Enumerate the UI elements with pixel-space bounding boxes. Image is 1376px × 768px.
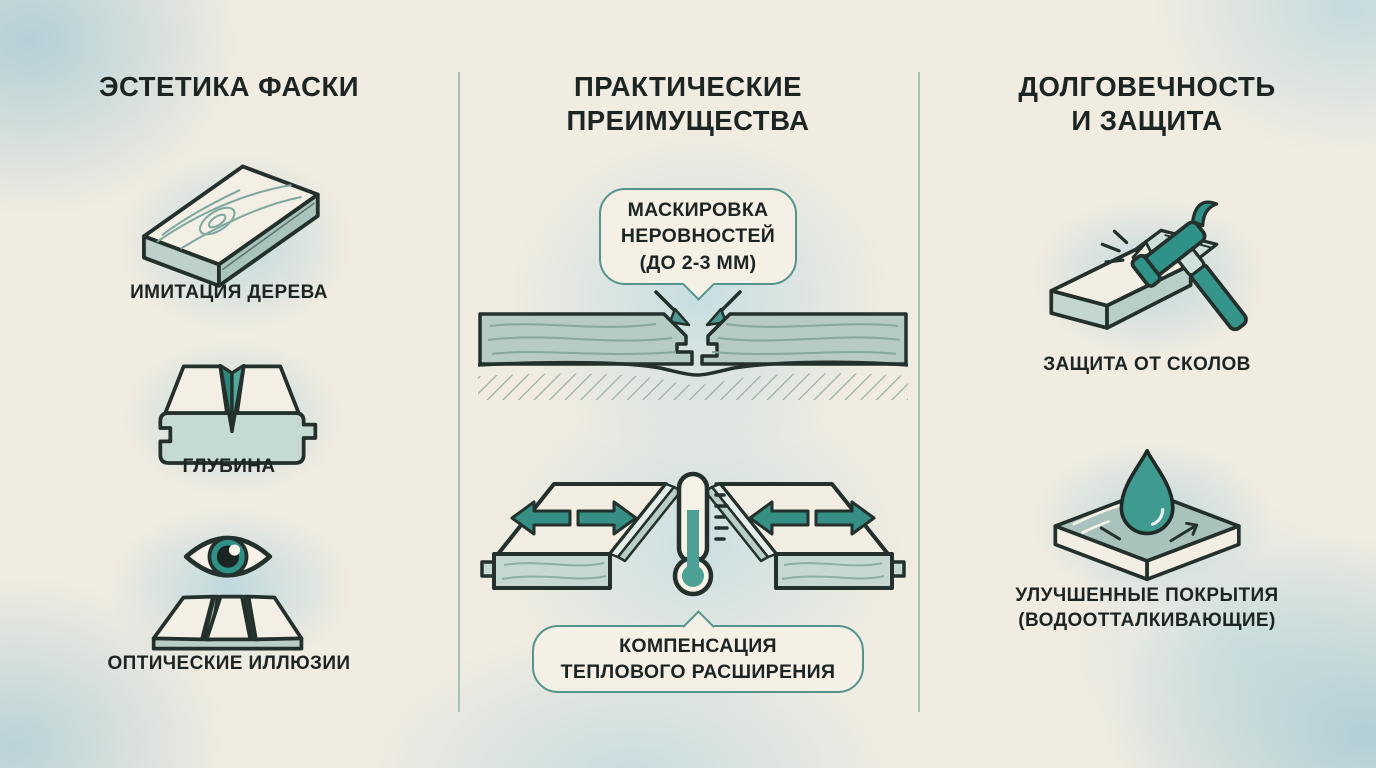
wood-plank-icon: [142, 164, 320, 288]
column-divider-left: [458, 72, 460, 712]
label-line: УЛУЧШЕННЫЕ ПОКРЫТИЯ: [1015, 585, 1279, 606]
label-line: ИМИТАЦИЯ ДЕРЕВА: [130, 282, 328, 303]
title-line: ЭСТЕТИКА ФАСКИ: [98, 71, 360, 102]
label-line: ГЛУБИНА: [182, 456, 276, 477]
label-line: (ВОДООТТАЛКИВАЮЩИЕ): [1018, 609, 1276, 631]
item-label: ЗАЩИТА ОТ СКОЛОВ: [918, 353, 1376, 378]
eye-planks-icon: [151, 535, 304, 651]
hammer-icon: [1049, 200, 1248, 332]
title-line: ДОЛГОВЕЧНОСТЬ: [1018, 71, 1276, 102]
item-label: ИМИТАЦИЯ ДЕРЕВА: [0, 281, 458, 306]
title-line: И ЗАЩИТА: [1071, 104, 1223, 136]
callout-line: МАСКИРОВКА: [627, 199, 769, 222]
callout-line: КОМПЕНСАЦИЯ: [619, 634, 777, 657]
callout-line: (ДО 2-3 ММ): [639, 251, 757, 274]
item-label: ГЛУБИНА: [0, 455, 458, 480]
item-label: УЛУЧШЕННЫЕ ПОКРЫТИЯ (ВОДООТТАЛКИВАЮЩИЕ): [918, 584, 1376, 633]
callout-masking: МАСКИРОВКА НЕРОВНОСТЕЙ (ДО 2-3 ММ): [599, 188, 797, 301]
column-title-aesthetics: ЭСТЕТИКА ФАСКИ: [0, 70, 458, 104]
label-line: ЗАЩИТА ОТ СКОЛОВ: [1043, 354, 1251, 375]
floor-joint-cross-section-diagram: [478, 290, 908, 400]
thermal-expansion-diagram: [480, 471, 906, 597]
v-groove-icon: [158, 363, 318, 465]
title-line: ПРЕИМУЩЕСТВА: [566, 104, 810, 136]
item-label: ОПТИЧЕСКИЕ ИЛЛЮЗИИ: [0, 652, 458, 677]
callout-compensation: КОМПЕНСАЦИЯ ТЕПЛОВОГО РАСШИРЕНИЯ: [532, 609, 864, 693]
label-line: ОПТИЧЕСКИЕ ИЛЛЮЗИИ: [107, 653, 351, 674]
callout-line: НЕРОВНОСТЕЙ: [620, 225, 776, 248]
column-title-durability: ДОЛГОВЕЧНОСТЬ И ЗАЩИТА: [918, 70, 1376, 137]
callout-line: ТЕПЛОВОГО РАСШИРЕНИЯ: [560, 661, 836, 683]
column-divider-right: [918, 72, 920, 712]
column-title-practical: ПРАКТИЧЕСКИЕ ПРЕИМУЩЕСТВА: [458, 70, 918, 137]
title-line: ПРАКТИЧЕСКИЕ: [573, 71, 802, 102]
water-drop-icon: [1053, 449, 1241, 582]
